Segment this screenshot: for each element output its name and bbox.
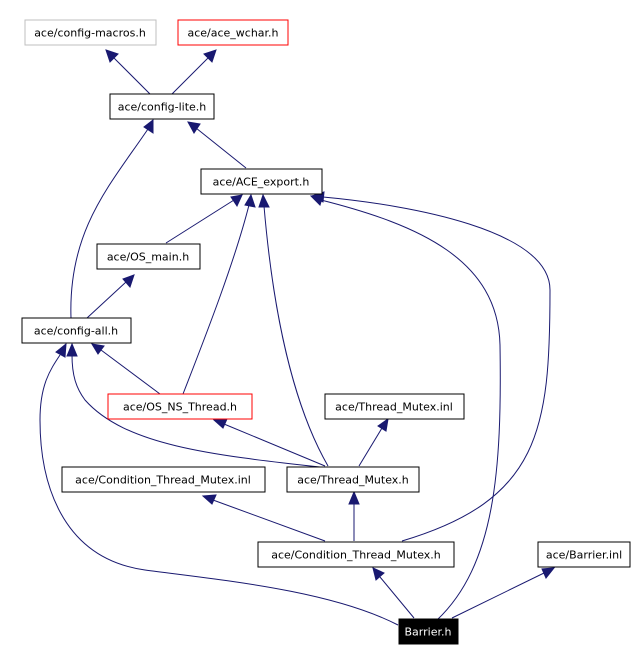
arrowhead [91,343,105,355]
node-ace-wchar[interactable]: ace/ace_wchar.h [177,19,289,46]
edge-thread-mutex-to-thread-mutex-inl [358,427,383,467]
node-barrier-inl[interactable]: ace/Barrier.inl [537,541,631,568]
arrowhead [122,274,135,288]
edge-config-lite-to-ace-wchar [171,56,210,95]
node-os-ns-thread[interactable]: ace/OS_NS_Thread.h [107,393,253,420]
node-label: ace/config-lite.h [118,101,207,114]
node-thread-mutex-inl[interactable]: ace/Thread_Mutex.inl [324,393,465,420]
edge-barrier-to-condition-thread-mutex [379,576,415,619]
node-label: ace/OS_NS_Thread.h [123,401,237,414]
arrowhead [212,418,228,429]
node-label: ace/Barrier.inl [546,549,622,562]
edge-barrier-to-config-all [39,354,399,626]
edge-thread-mutex-to-config-all [71,354,321,468]
header-nodes: ace/config-macros.h ace/ace_wchar.h ace/… [21,19,631,645]
arrowhead [55,342,67,358]
edge-barrier-to-barrier-inl [451,572,545,619]
node-label: ace/Condition_Thread_Mutex.inl [75,474,251,487]
arrowhead [377,417,389,432]
node-label: Barrier.h [405,626,452,639]
node-condition-thread-mutex[interactable]: ace/Condition_Thread_Mutex.h [257,541,455,568]
edge-os-ns-thread-to-config-all [100,349,161,395]
node-barrier-root[interactable]: Barrier.h [398,618,459,645]
edge-ace-export-to-config-lite [195,127,247,169]
arrowhead [309,194,324,206]
node-label: ace/OS_main.h [107,251,189,264]
edge-thread-mutex-to-ace-export [263,205,329,467]
node-thread-mutex[interactable]: ace/Thread_Mutex.h [286,466,420,493]
arrowhead [372,567,385,581]
arrowhead [187,121,201,134]
node-label: ace/ACE_export.h [213,176,310,189]
node-label: ace/config-all.h [34,325,118,338]
arrowhead [348,490,360,505]
node-config-lite[interactable]: ace/config-lite.h [109,93,215,120]
arrowhead [244,193,256,208]
node-label: ace/Thread_Mutex.h [297,474,409,487]
node-label: ace/ace_wchar.h [187,27,278,40]
edge-condition-thread-mutex-to-inl [212,499,326,542]
arrowhead [201,494,217,505]
arrowhead [105,49,119,63]
edge-config-all-to-os-main [86,281,127,319]
edge-thread-mutex-to-os-ns-thread [223,423,326,467]
arrowhead [203,49,217,63]
node-config-macros[interactable]: ace/config-macros.h [24,19,157,46]
arrowhead [258,193,270,208]
node-label: ace/Thread_Mutex.inl [335,401,453,414]
node-ace-export[interactable]: ace/ACE_export.h [200,168,323,195]
edge-os-main-to-ace-export [165,199,235,244]
arrowhead [230,194,243,208]
node-label: ace/Condition_Thread_Mutex.h [271,549,441,562]
edge-config-lite-to-config-macros [112,56,151,95]
edge-condition-thread-mutex-to-ace-export [322,196,551,542]
dependency-edges [39,49,556,626]
edge-config-all-to-config-lite [70,128,149,319]
arrowhead [143,118,154,134]
node-config-all[interactable]: ace/config-all.h [21,317,132,344]
arrowhead [66,342,78,357]
edge-os-ns-thread-to-ace-export [182,204,250,395]
arrowhead [541,567,556,579]
edge-barrier-to-ace-export [320,199,501,621]
node-os-main[interactable]: ace/OS_main.h [96,243,201,270]
node-condition-thread-mutex-inl[interactable]: ace/Condition_Thread_Mutex.inl [61,466,266,493]
node-label: ace/config-macros.h [34,27,146,40]
